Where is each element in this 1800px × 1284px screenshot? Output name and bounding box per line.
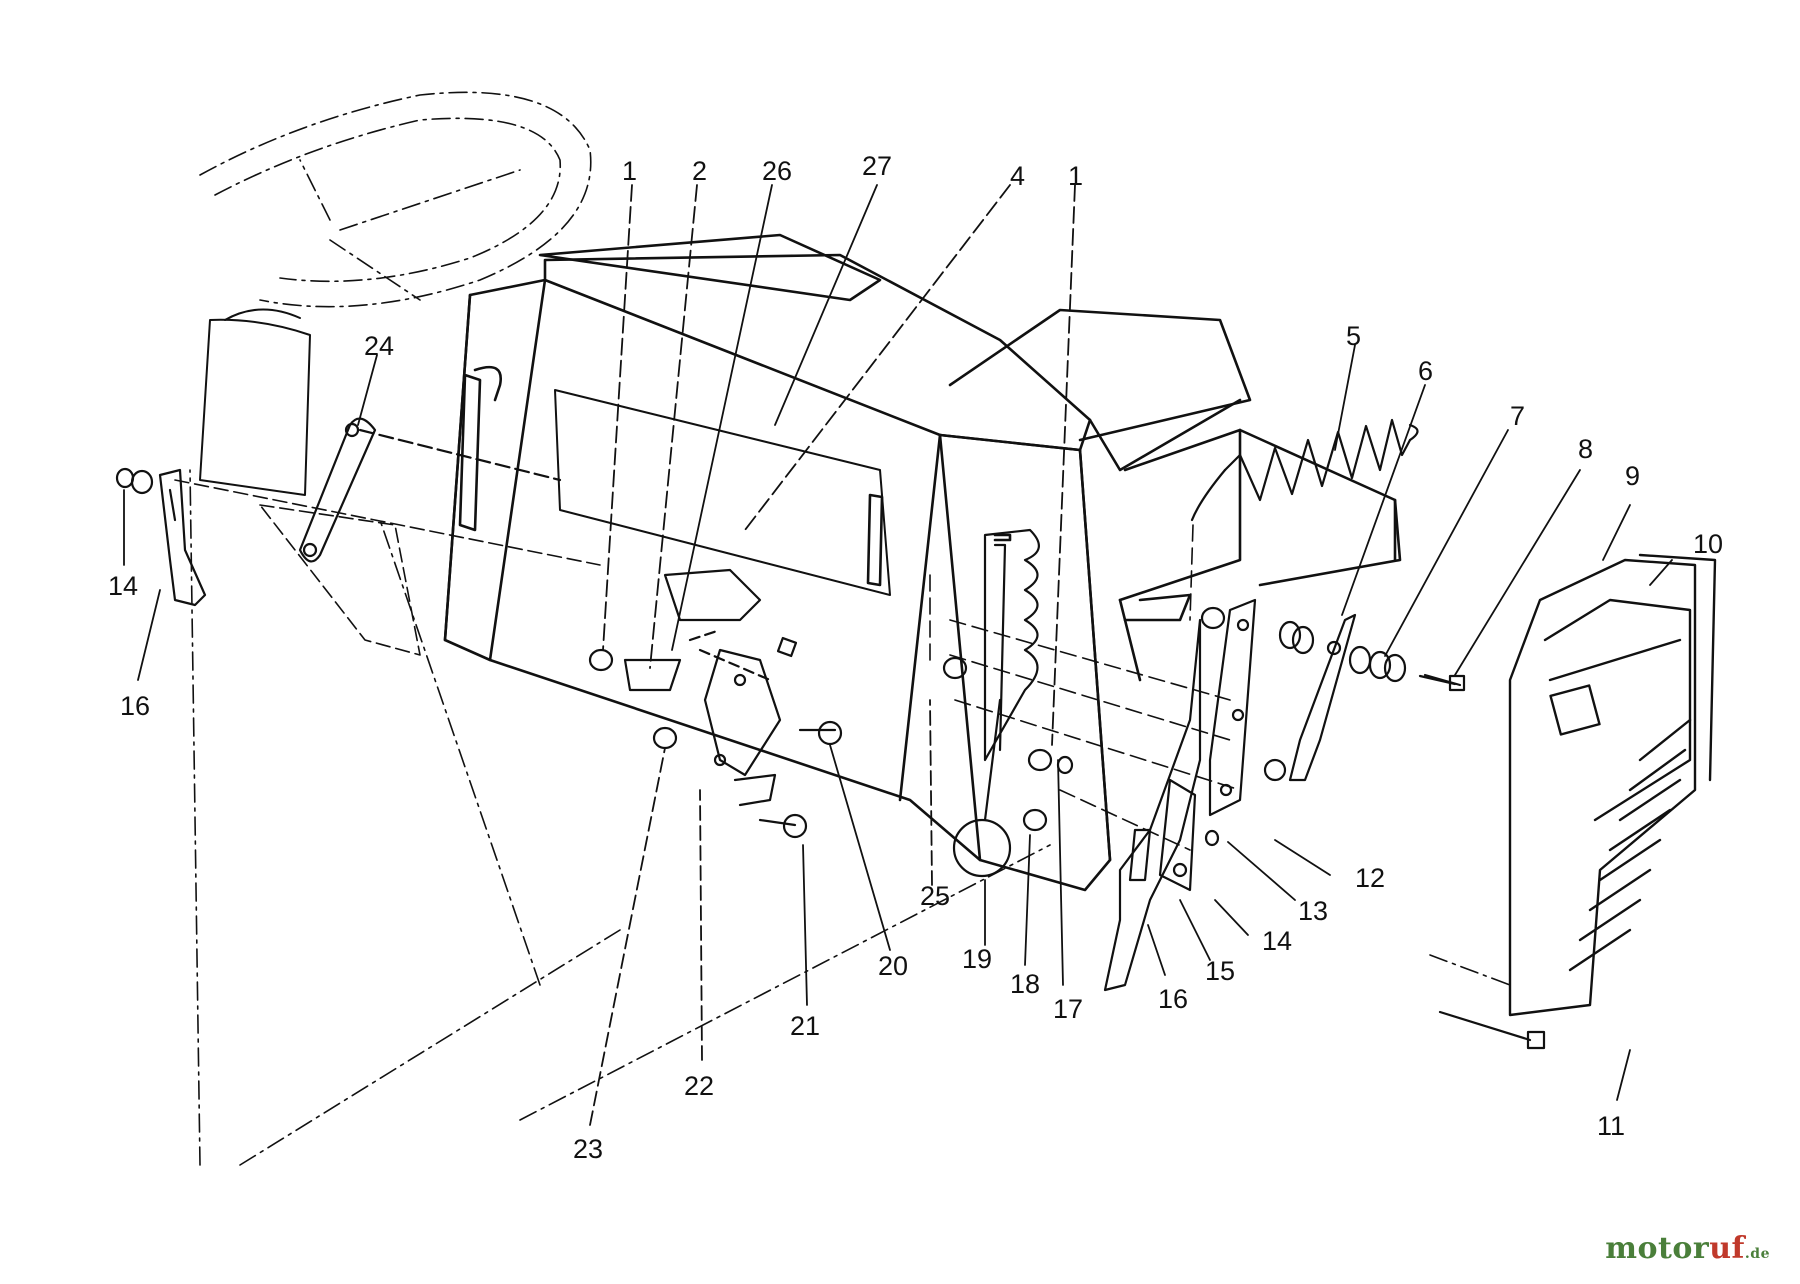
callout-16a: 16 <box>120 691 150 721</box>
watermark-part-c: .de <box>1744 1246 1770 1262</box>
left-linkage <box>115 417 562 607</box>
callout-23: 23 <box>573 1134 603 1164</box>
mounting-lines <box>929 524 1241 851</box>
callout-22: 22 <box>684 1071 714 1101</box>
callout-19: 19 <box>962 944 992 974</box>
callout-15: 15 <box>1205 956 1235 986</box>
shift-lever <box>952 698 1012 878</box>
callout-1b: 1 <box>1068 161 1083 191</box>
lever-arm-16 <box>1103 618 1202 992</box>
callout-2: 2 <box>692 156 707 186</box>
bracket-plate-13 <box>1208 598 1257 817</box>
console-panel <box>443 233 1092 862</box>
callout-25: 25 <box>920 881 950 911</box>
callout-11: 11 <box>1597 1111 1625 1141</box>
bracket-plate-6 <box>1288 613 1357 782</box>
callout-21: 21 <box>790 1011 820 1041</box>
callout-6: 6 <box>1418 356 1433 386</box>
callout-14b: 14 <box>1262 926 1292 956</box>
steering-wheel-phantom <box>189 91 1511 1166</box>
callout-labels: 1 2 26 27 4 1 5 6 7 8 9 10 24 14 16 25 1… <box>108 151 1723 1164</box>
bracket-plate-15 <box>1158 778 1197 892</box>
watermark-part-a: motor <box>1605 1231 1710 1266</box>
spring <box>1190 418 1419 522</box>
callout-7: 7 <box>1510 401 1525 431</box>
callout-9: 9 <box>1625 461 1640 491</box>
nuts <box>588 606 1287 847</box>
callout-8: 8 <box>1578 434 1593 464</box>
steering-column <box>199 308 311 496</box>
callout-27: 27 <box>862 151 892 181</box>
callout-4: 4 <box>1010 161 1025 191</box>
front-cover <box>1508 553 1717 1017</box>
callout-26: 26 <box>762 156 792 186</box>
callout-12: 12 <box>1355 863 1385 893</box>
callout-13: 13 <box>1298 896 1328 926</box>
callout-20: 20 <box>878 951 908 981</box>
console-right-section <box>938 308 1402 892</box>
shift-gate <box>983 528 1040 762</box>
bolt-8 <box>1423 673 1462 687</box>
watermark-part-b: uf <box>1709 1231 1745 1266</box>
callout-17: 17 <box>1053 994 1083 1024</box>
pedestal-phantom <box>174 479 601 656</box>
bolt-11 <box>1438 1010 1546 1050</box>
washer-stack <box>1278 620 1466 692</box>
watermark-logo: motoruf.de <box>1605 1231 1770 1266</box>
callout-18: 18 <box>1010 969 1040 999</box>
callout-5: 5 <box>1346 321 1361 351</box>
callout-24: 24 <box>364 331 394 361</box>
callout-10: 10 <box>1693 529 1723 559</box>
callout-1a: 1 <box>622 156 637 186</box>
callout-16b: 16 <box>1158 984 1188 1014</box>
leader-lines <box>123 184 1673 1126</box>
callout-14a: 14 <box>108 571 138 601</box>
center-brackets <box>623 568 843 839</box>
